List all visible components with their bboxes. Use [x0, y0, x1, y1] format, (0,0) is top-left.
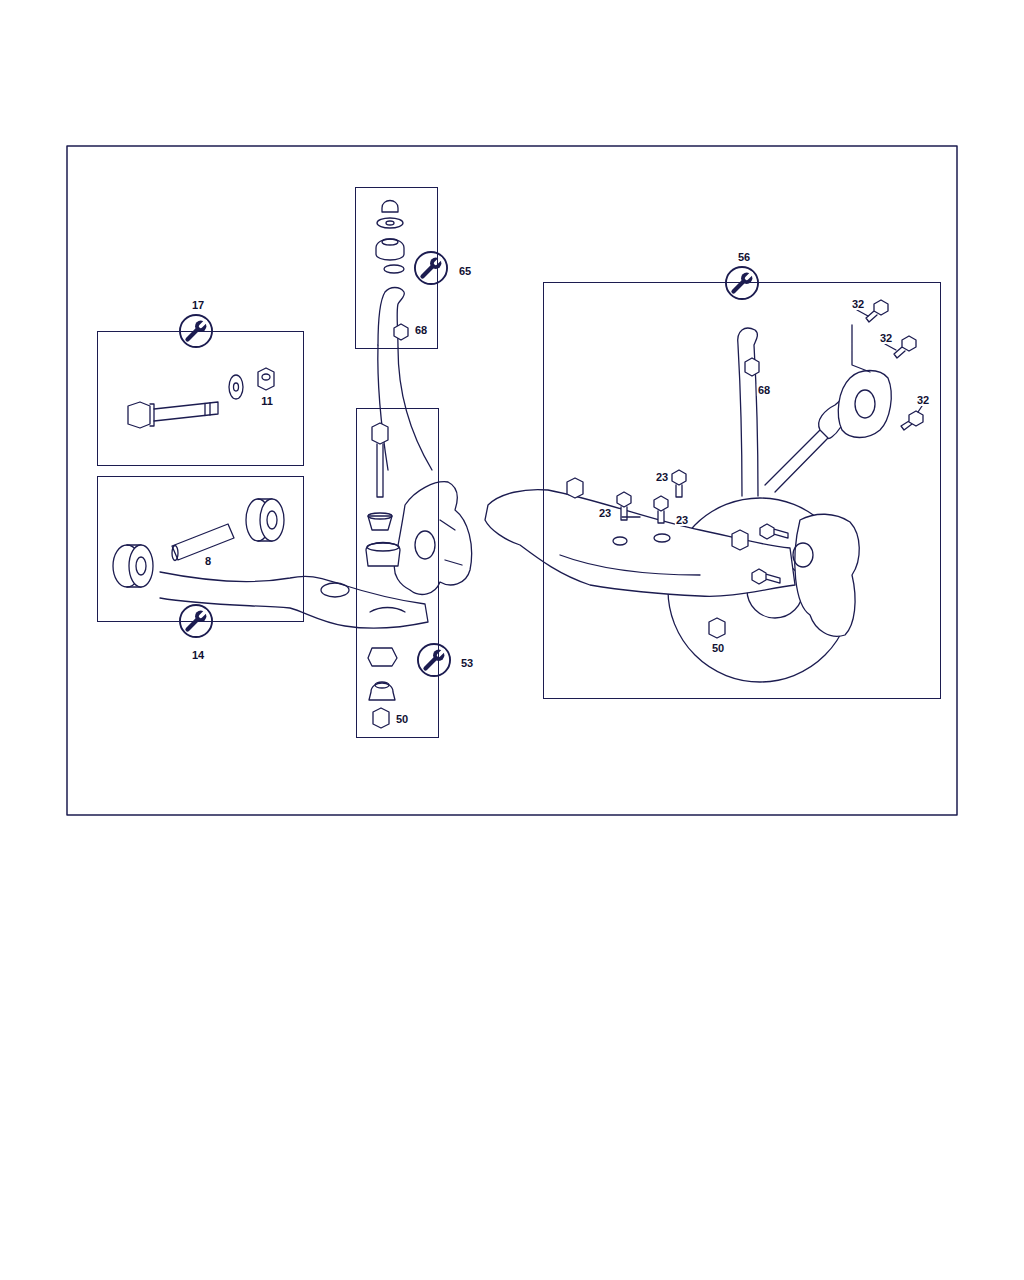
steering-knuckle: [394, 482, 471, 595]
callout-number: 23: [655, 471, 669, 483]
callout-number: 32: [916, 394, 930, 406]
rubber-mount-stack: [376, 201, 408, 349]
wrench-symbol: [415, 252, 447, 284]
callout-number: 32: [879, 332, 893, 344]
wheel-assembly: [485, 371, 891, 683]
part-group-box: 563232326823232350: [543, 282, 941, 699]
part-group-box: 1711: [97, 331, 304, 466]
wrench-symbol: [418, 644, 450, 676]
callout-number: 8: [204, 555, 212, 567]
wrench-symbol: [726, 267, 758, 299]
part-group-box: 5350: [356, 408, 439, 738]
callout-number: 32: [851, 298, 865, 310]
leader-line: [622, 516, 640, 517]
callout-number: 23: [598, 507, 612, 519]
bolt-washer-nut: [128, 368, 274, 428]
fasteners: [567, 300, 923, 638]
callout-number: 17: [191, 299, 205, 311]
wrench-symbol: [180, 605, 212, 637]
outer-frame: [67, 146, 957, 815]
leader-line: [852, 310, 922, 412]
callout-number: 50: [395, 713, 409, 725]
callout-number: 53: [460, 657, 474, 669]
callout-number: 65: [458, 265, 472, 277]
callout-number: 68: [414, 324, 428, 336]
callout-number: 50: [711, 642, 725, 654]
callout-number: 23: [675, 514, 689, 526]
part-group-box: 814: [97, 476, 304, 622]
bushings-pin: [113, 499, 284, 587]
callout-number: 14: [191, 649, 205, 661]
callout-number: 11: [260, 395, 274, 407]
part-group-box: 6568: [355, 187, 438, 349]
callout-number: 56: [737, 251, 751, 263]
ball-joint-parts: [366, 423, 400, 728]
callout-number: 68: [757, 384, 771, 396]
